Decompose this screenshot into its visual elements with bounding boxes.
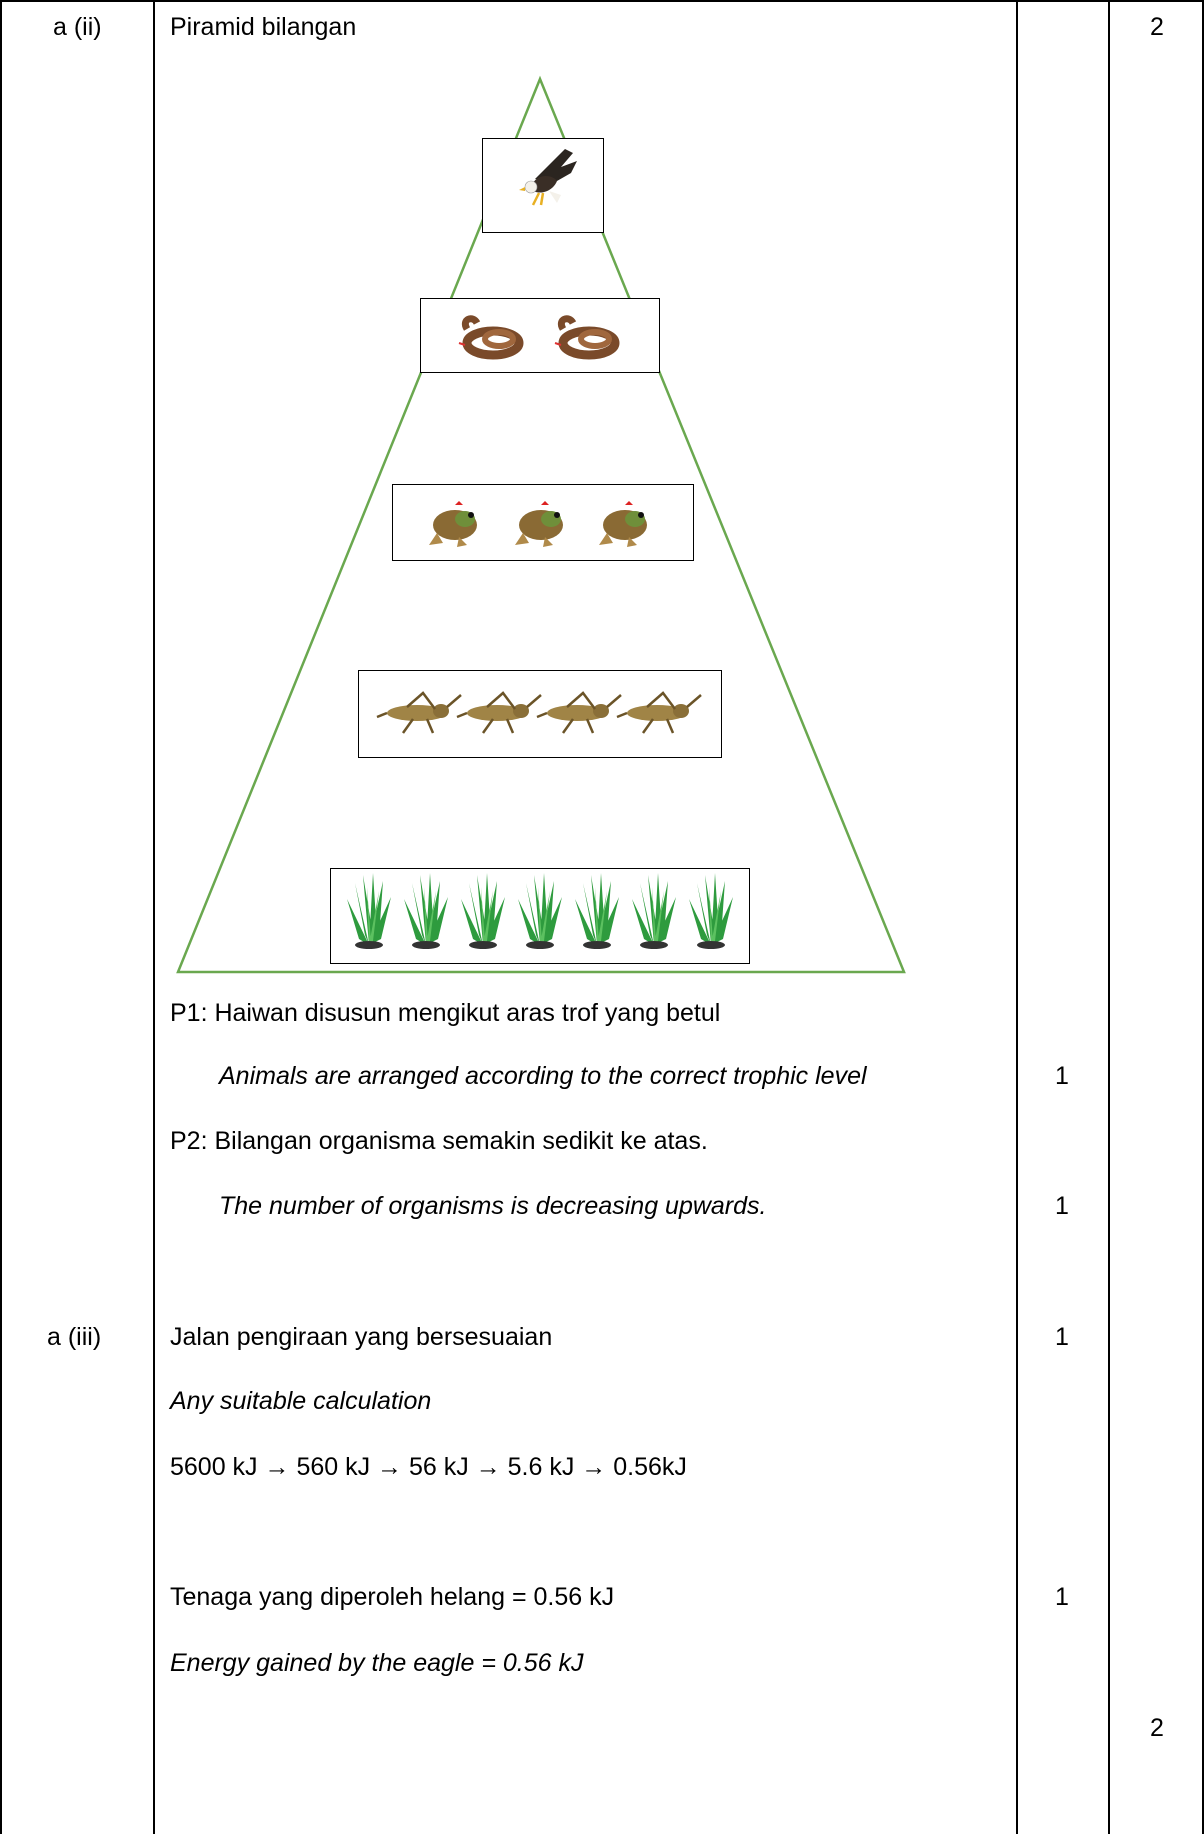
- grasshopper-icon: [456, 691, 542, 734]
- pyramid-level-frogs: [392, 484, 694, 561]
- answer-title: Piramid bilangan: [170, 13, 357, 41]
- point-p1-malay: P1: Haiwan disusun mengikut aras trof ya…: [170, 999, 721, 1027]
- snake-icon: [554, 315, 620, 360]
- grass-icon: [518, 873, 562, 949]
- frog-icon: [599, 501, 647, 547]
- frog-icon-group: [429, 501, 647, 547]
- pyramid-level-eagle: [482, 138, 604, 233]
- point-p1-mark: 1: [1055, 1062, 1069, 1090]
- grasshopper-icon: [616, 691, 702, 734]
- eagle-icon: [519, 149, 577, 206]
- point-p1-english: Animals are arranged according to the co…: [219, 1062, 867, 1090]
- total-mark-a-iii: 2: [1150, 1714, 1164, 1742]
- point-p2-english: The number of organisms is decreasing up…: [219, 1192, 767, 1220]
- energy-mark: 1: [1055, 1583, 1069, 1611]
- column-divider-question: [153, 0, 155, 1834]
- table-right-border: [1202, 0, 1204, 1834]
- table-left-border: [0, 0, 2, 1834]
- snake-icon: [458, 315, 524, 360]
- grass-icon: [689, 873, 733, 949]
- frog-icon: [429, 501, 477, 547]
- total-mark-a-ii: 2: [1150, 13, 1164, 41]
- snake-icon-group: [458, 315, 620, 360]
- point-p2-mark: 1: [1055, 1192, 1069, 1220]
- grass-icon-group: [347, 873, 733, 949]
- column-divider-answer: [1016, 0, 1018, 1834]
- grasshopper-icon: [376, 691, 462, 734]
- pyramid-level-snakes: [420, 298, 660, 373]
- grasshopper-icon: [536, 691, 622, 734]
- energy-malay: Tenaga yang diperoleh helang = 0.56 kJ: [170, 1583, 615, 1611]
- grasshopper-icon-group: [376, 691, 702, 734]
- pyramid-level-grass: [330, 868, 750, 964]
- grass-icon: [347, 873, 391, 949]
- question-label-a-ii: a (ii): [53, 13, 102, 41]
- calc-mark: 1: [1055, 1323, 1069, 1351]
- column-divider-mark: [1108, 0, 1110, 1834]
- table-top-border: [0, 0, 1204, 2]
- grass-icon: [461, 873, 505, 949]
- energy-english: Energy gained by the eagle = 0.56 kJ: [170, 1649, 584, 1677]
- calc-chain: 5600 kJ → 560 kJ → 56 kJ → 5.6 kJ → 0.56…: [170, 1453, 687, 1481]
- calc-malay: Jalan pengiraan yang bersesuaian: [170, 1323, 553, 1351]
- grass-icon: [575, 873, 619, 949]
- question-label-a-iii: a (iii): [47, 1323, 102, 1351]
- calc-english: Any suitable calculation: [170, 1387, 432, 1415]
- number-pyramid-diagram: [176, 75, 906, 974]
- point-p2-malay: P2: Bilangan organisma semakin sedikit k…: [170, 1127, 708, 1155]
- frog-icon: [515, 501, 563, 547]
- grass-icon: [632, 873, 676, 949]
- pyramid-outline: [176, 75, 906, 974]
- grass-icon: [404, 873, 448, 949]
- pyramid-level-grasshoppers: [358, 670, 722, 758]
